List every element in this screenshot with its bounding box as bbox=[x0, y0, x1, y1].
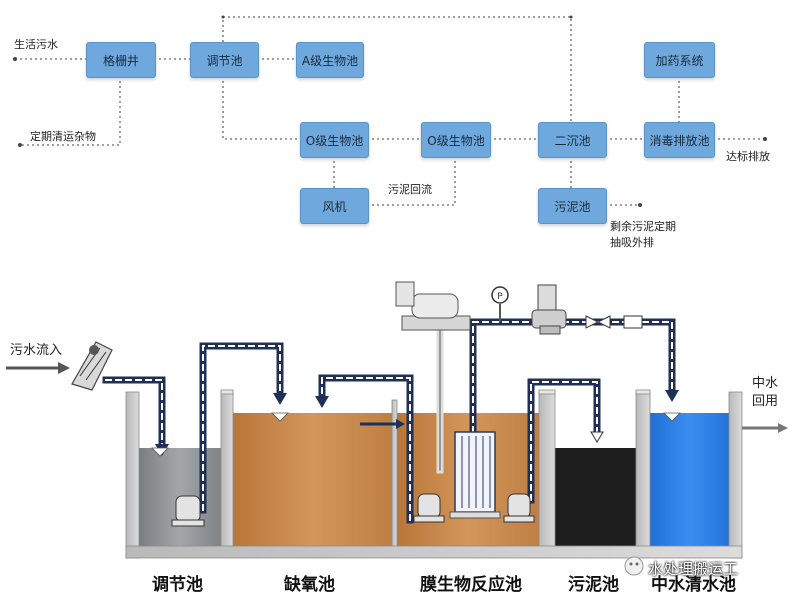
anoxic-liquid bbox=[233, 413, 392, 546]
inflow-arrow bbox=[6, 362, 70, 374]
box-equalization: 调节池 bbox=[190, 42, 259, 78]
wall-5 bbox=[635, 391, 651, 553]
bypass-line bbox=[222, 16, 572, 122]
box-o-bio-1: O级生物池 bbox=[300, 122, 369, 158]
box-dosing-system: 加药系统 bbox=[644, 42, 715, 78]
tank-label-anoxic: 缺氧池 bbox=[284, 575, 335, 595]
anoxic-to-mbr-arrow bbox=[360, 419, 405, 429]
label-domestic-sewage: 生活污水 bbox=[14, 38, 58, 51]
tank-label-clear-water: 中水清水池 bbox=[651, 575, 736, 595]
wall-1 bbox=[125, 391, 140, 559]
tank-floor bbox=[125, 545, 743, 559]
label-excess-sludge-2: 抽吸外排 bbox=[610, 236, 654, 249]
pump-mbr-sludge bbox=[503, 493, 535, 523]
equalization-to-obio-line bbox=[222, 76, 300, 140]
label-screenings: 定期清运杂物 bbox=[30, 130, 96, 143]
label-reuse-1: 中水 bbox=[752, 376, 779, 391]
wall-4 bbox=[538, 391, 556, 553]
tank-label-equalization: 调节池 bbox=[152, 575, 203, 595]
box-o-bio-2: O级生物池 bbox=[421, 122, 491, 158]
box-a-bio: A级生物池 bbox=[296, 42, 364, 78]
label-inflow: 污水流入 bbox=[10, 343, 63, 358]
tank-label-sludge: 污泥池 bbox=[568, 575, 619, 595]
wall-6 bbox=[728, 391, 743, 559]
box-screen-well: 格栅井 bbox=[86, 42, 156, 78]
label-reuse-2: 回用 bbox=[752, 394, 779, 409]
pump-anoxic-return bbox=[413, 493, 445, 523]
plant-diagram: P bbox=[6, 281, 788, 576]
svg-text:P: P bbox=[497, 292, 503, 302]
sludge-liquid bbox=[555, 448, 636, 546]
reuse-arrow bbox=[742, 423, 788, 433]
box-secondary-clarifier: 二沉池 bbox=[538, 122, 607, 158]
valve-1 bbox=[585, 315, 611, 329]
suction-pump bbox=[531, 284, 567, 335]
box-sludge-tank: 污泥池 bbox=[538, 188, 607, 224]
label-discharge: 达标排放 bbox=[726, 150, 770, 163]
clear-water-liquid bbox=[650, 413, 729, 546]
sludge-return-line bbox=[367, 156, 456, 206]
label-sludge-return: 污泥回流 bbox=[388, 183, 432, 196]
membrane-module bbox=[449, 431, 501, 519]
box-blower: 风机 bbox=[300, 188, 369, 224]
box-disinfection: 消毒排放池 bbox=[644, 122, 715, 158]
watermark-text: 水处理搬运工 bbox=[648, 560, 739, 578]
tank-label-mbr: 膜生物反应池 bbox=[420, 575, 522, 595]
watermark-icon bbox=[624, 556, 644, 576]
wall-2 bbox=[220, 391, 234, 553]
pump-equalization bbox=[171, 495, 205, 527]
pressure-gauge: P bbox=[491, 286, 509, 322]
blower-unit bbox=[395, 281, 471, 331]
flow-meter bbox=[623, 315, 643, 329]
screenings-line bbox=[20, 76, 121, 146]
screen-device bbox=[71, 341, 113, 391]
label-excess-sludge-1: 剩余污泥定期 bbox=[610, 220, 676, 233]
